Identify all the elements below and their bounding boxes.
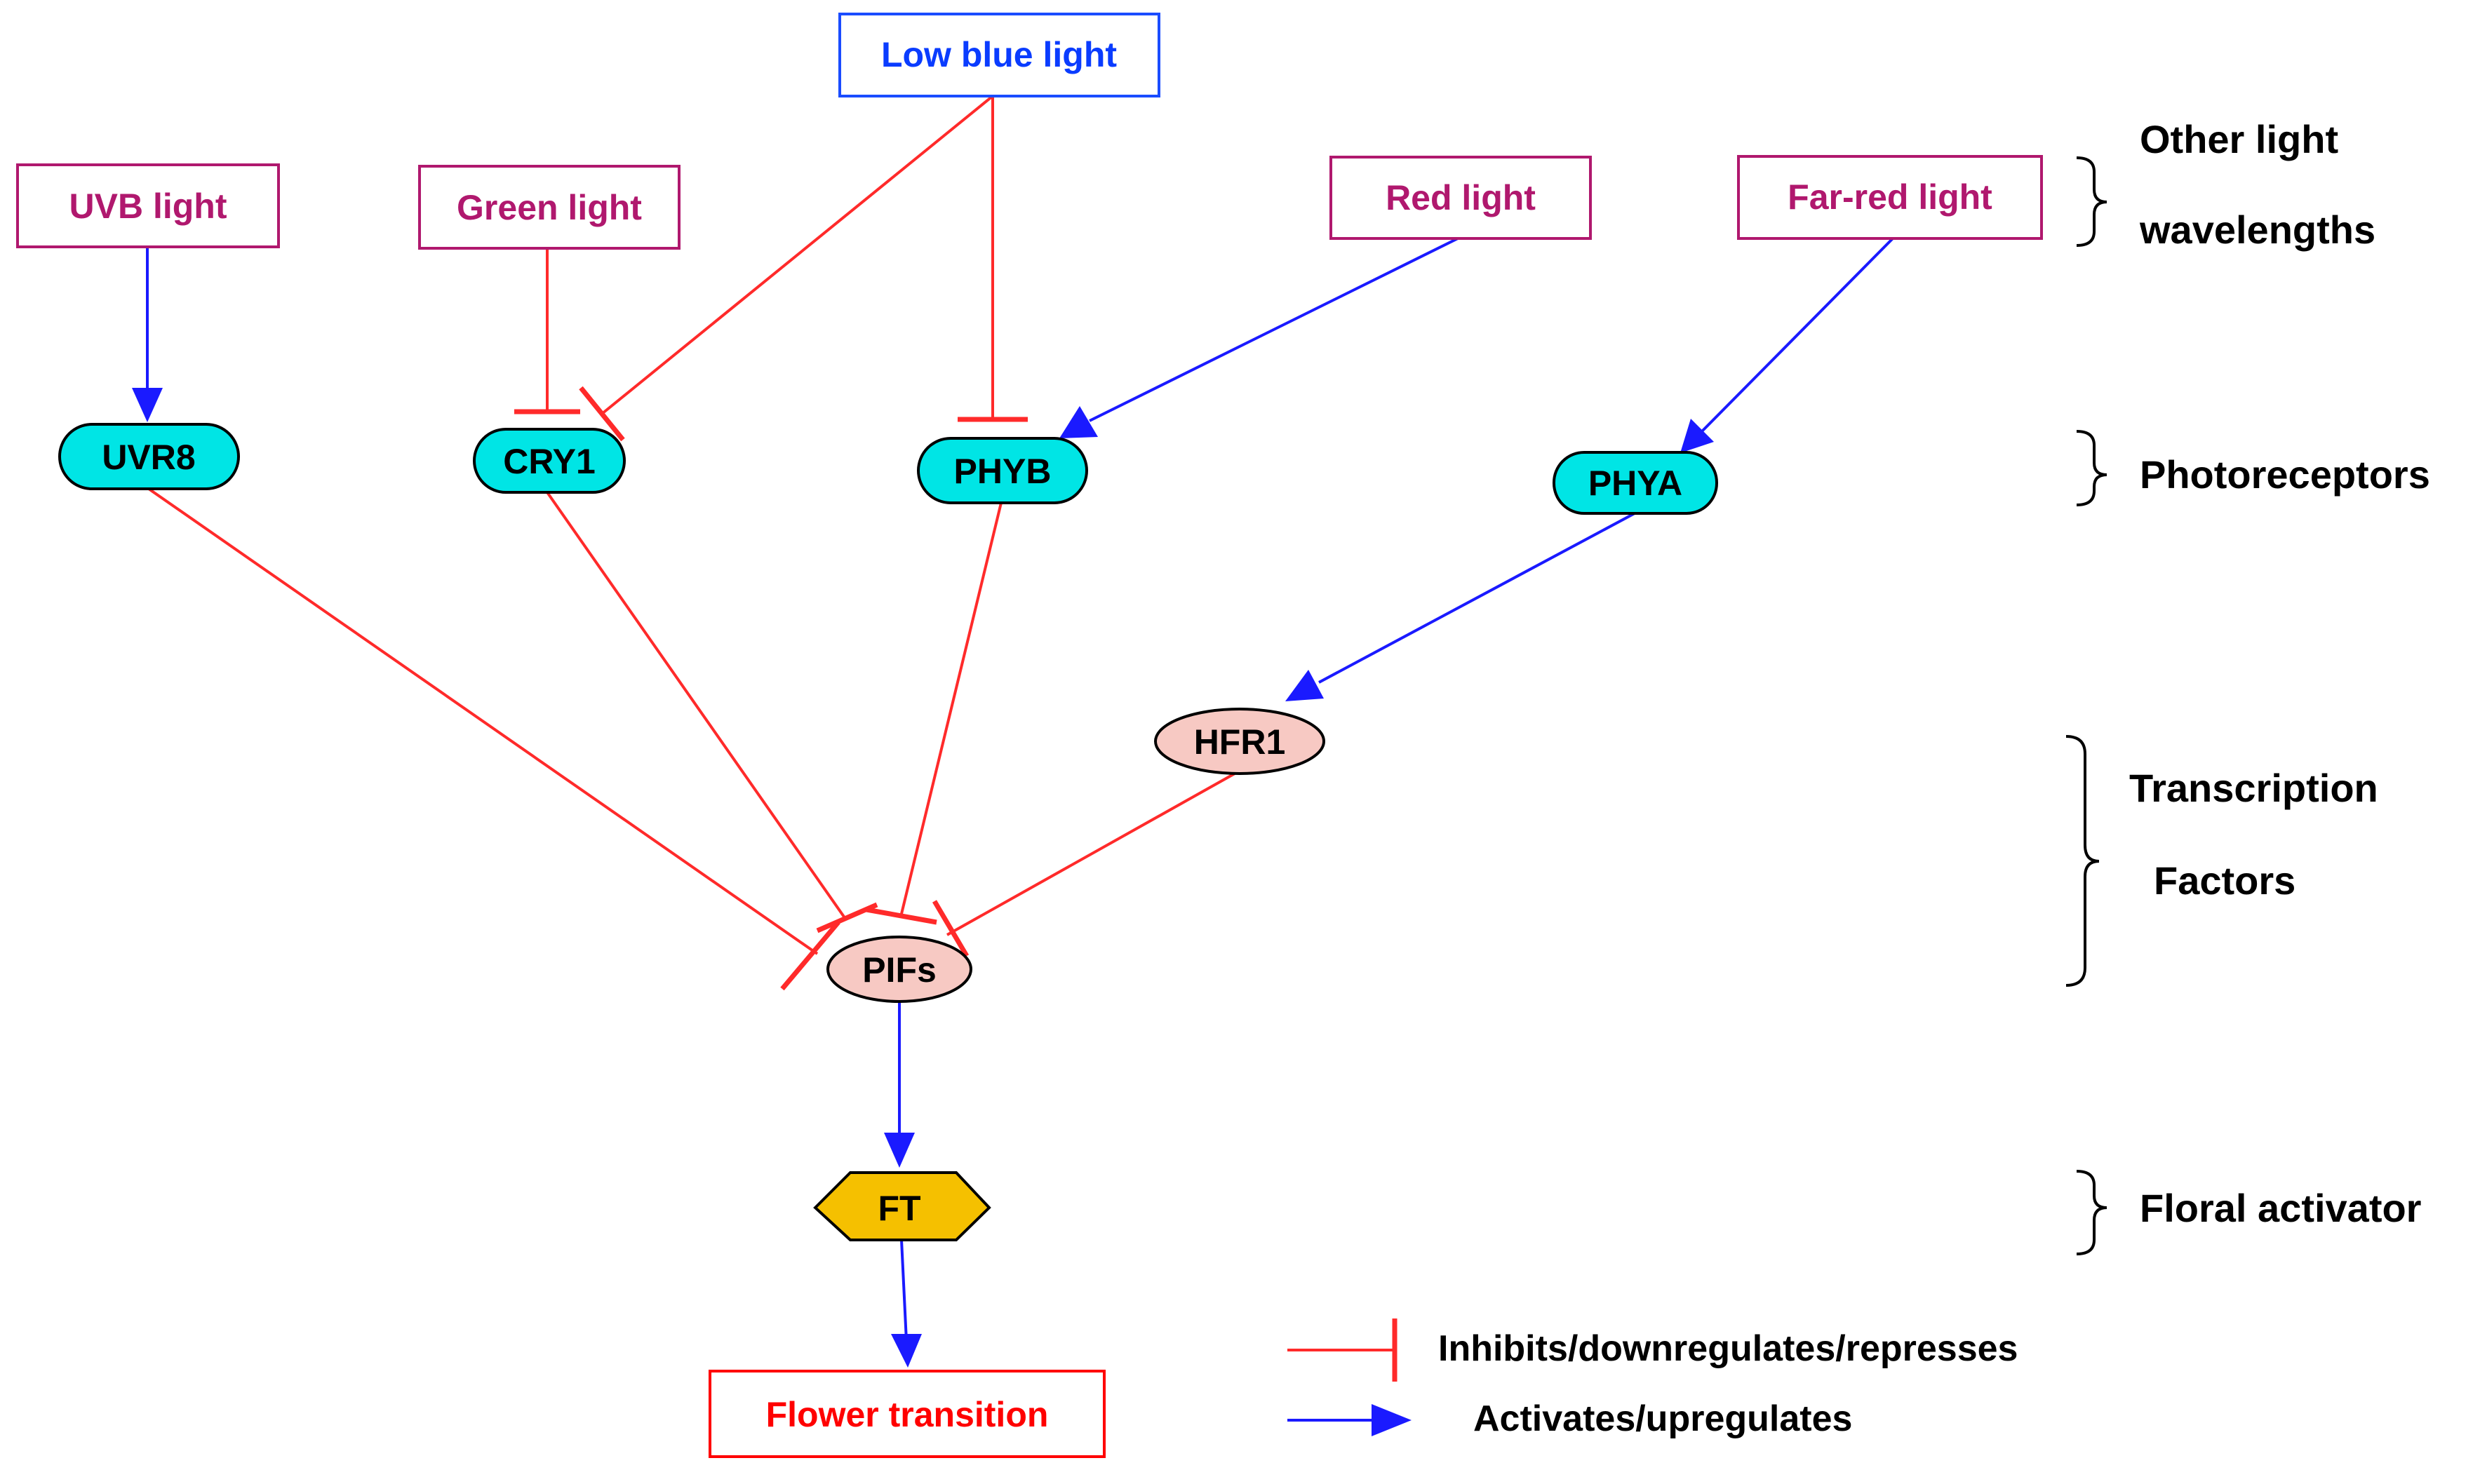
node-label-cry1: CRY1: [503, 442, 596, 481]
side-labels: [2065, 156, 2107, 1255]
edge-phyb-pifs: [900, 502, 1003, 915]
light-source-uvb: UVB light: [16, 163, 280, 248]
edge-hfr1-pifs-bar: [932, 900, 970, 957]
node-label-ft: FT: [878, 1189, 920, 1228]
edge-red-phyb: [1089, 237, 1459, 422]
light-box-uvb: [16, 163, 280, 248]
node-ft: [813, 1171, 991, 1241]
edge-pifs-ft-arrowhead: [884, 1133, 915, 1168]
edges: [132, 95, 1894, 1368]
floral-activator-ft: FT: [813, 1171, 991, 1241]
legend: Inhibits/downregulates/represses Activat…: [1287, 1318, 2018, 1439]
edge-uvr8-pifs-bar: [780, 920, 840, 991]
node-phya: [1553, 451, 1718, 515]
edge-ft-flower-arrowhead: [891, 1334, 922, 1368]
edge-farred-phya-arrowhead: [1680, 419, 1714, 453]
light-box-low-blue: [838, 13, 1160, 97]
light-label-red: Red light: [1386, 178, 1536, 217]
edge-red-phyb-arrowhead: [1059, 406, 1098, 438]
edge-lowblue-cry1: [601, 95, 994, 415]
edge-phyb-pifs-bar: [866, 907, 937, 925]
bracket-photoreceptors: [2076, 430, 2107, 506]
side-label-other-light-2: wavelengths: [2139, 208, 2375, 252]
legend-inhibit-label: Inhibits/downregulates/represses: [1438, 1328, 2018, 1369]
edge-ft-flower: [900, 1239, 908, 1342]
light-label-far-red: Far-red light: [1788, 177, 1992, 217]
side-label-transcription: Transcription: [2129, 766, 2378, 810]
side-label-other-light-1: Other light: [2140, 117, 2338, 161]
light-source-far-red: Far-red light: [1737, 155, 2043, 240]
node-hfr1: [1154, 708, 1325, 775]
light-box-green: [418, 165, 681, 250]
node-phyb: [917, 437, 1088, 504]
light-source-low-blue: Low blue light: [838, 13, 1160, 97]
edge-lowblue-cry1-bar: [579, 386, 625, 442]
light-box-red: [1329, 156, 1592, 240]
edge-phya-hfr1: [1318, 512, 1635, 684]
node-label-phyb: PHYB: [954, 452, 1052, 491]
node-flower-transition: [709, 1370, 1106, 1458]
node-cry1: [473, 428, 626, 494]
transcription-factor-hfr1: HFR1: [1154, 708, 1325, 775]
transcription-factor-pifs: PIFs: [826, 936, 972, 1003]
side-label-floral-activator: Floral activator: [2140, 1186, 2421, 1230]
legend-activate-label: Activates/upregulates: [1473, 1398, 1852, 1439]
photoreceptor-uvr8: UVR8: [58, 423, 240, 490]
light-label-low-blue: Low blue light: [881, 35, 1117, 74]
side-label-photoreceptors: Photoreceptors: [2140, 452, 2430, 497]
node-label-flower-transition: Flower transition: [766, 1395, 1049, 1434]
side-label-factors: Factors: [2154, 858, 2295, 903]
edge-phya-hfr1-arrowhead: [1285, 670, 1324, 701]
node-label-phya: PHYA: [1588, 464, 1682, 503]
light-source-green: Green light: [418, 165, 681, 250]
edge-hfr1-pifs: [946, 772, 1235, 936]
edge-uvr8-pifs: [147, 487, 819, 955]
node-uvr8: [58, 423, 240, 490]
node-label-pifs: PIFs: [862, 950, 937, 990]
edge-cry1-pifs: [546, 491, 847, 920]
light-label-uvb: UVB light: [69, 187, 227, 226]
legend-activate-arrowhead: [1372, 1404, 1412, 1436]
photoreceptor-phya: PHYA: [1553, 451, 1718, 515]
bracket-floral-activator: [2076, 1170, 2107, 1255]
photoreceptor-cry1: CRY1: [473, 428, 626, 494]
edge-farred-phya: [1700, 237, 1894, 433]
photoreceptor-phyb: PHYB: [917, 437, 1088, 504]
light-box-far-red: [1737, 155, 2043, 240]
light-source-red: Red light: [1329, 156, 1592, 240]
bracket-other-light: [2076, 156, 2107, 247]
node-label-uvr8: UVR8: [102, 438, 195, 477]
light-label-green: Green light: [457, 188, 642, 227]
bracket-transcription-factors: [2065, 735, 2100, 987]
node-pifs: [826, 936, 972, 1003]
edge-uvb-uvr8-arrowhead: [132, 388, 163, 422]
output-flower-transition: Flower transition: [709, 1370, 1106, 1458]
node-label-hfr1: HFR1: [1194, 722, 1286, 762]
